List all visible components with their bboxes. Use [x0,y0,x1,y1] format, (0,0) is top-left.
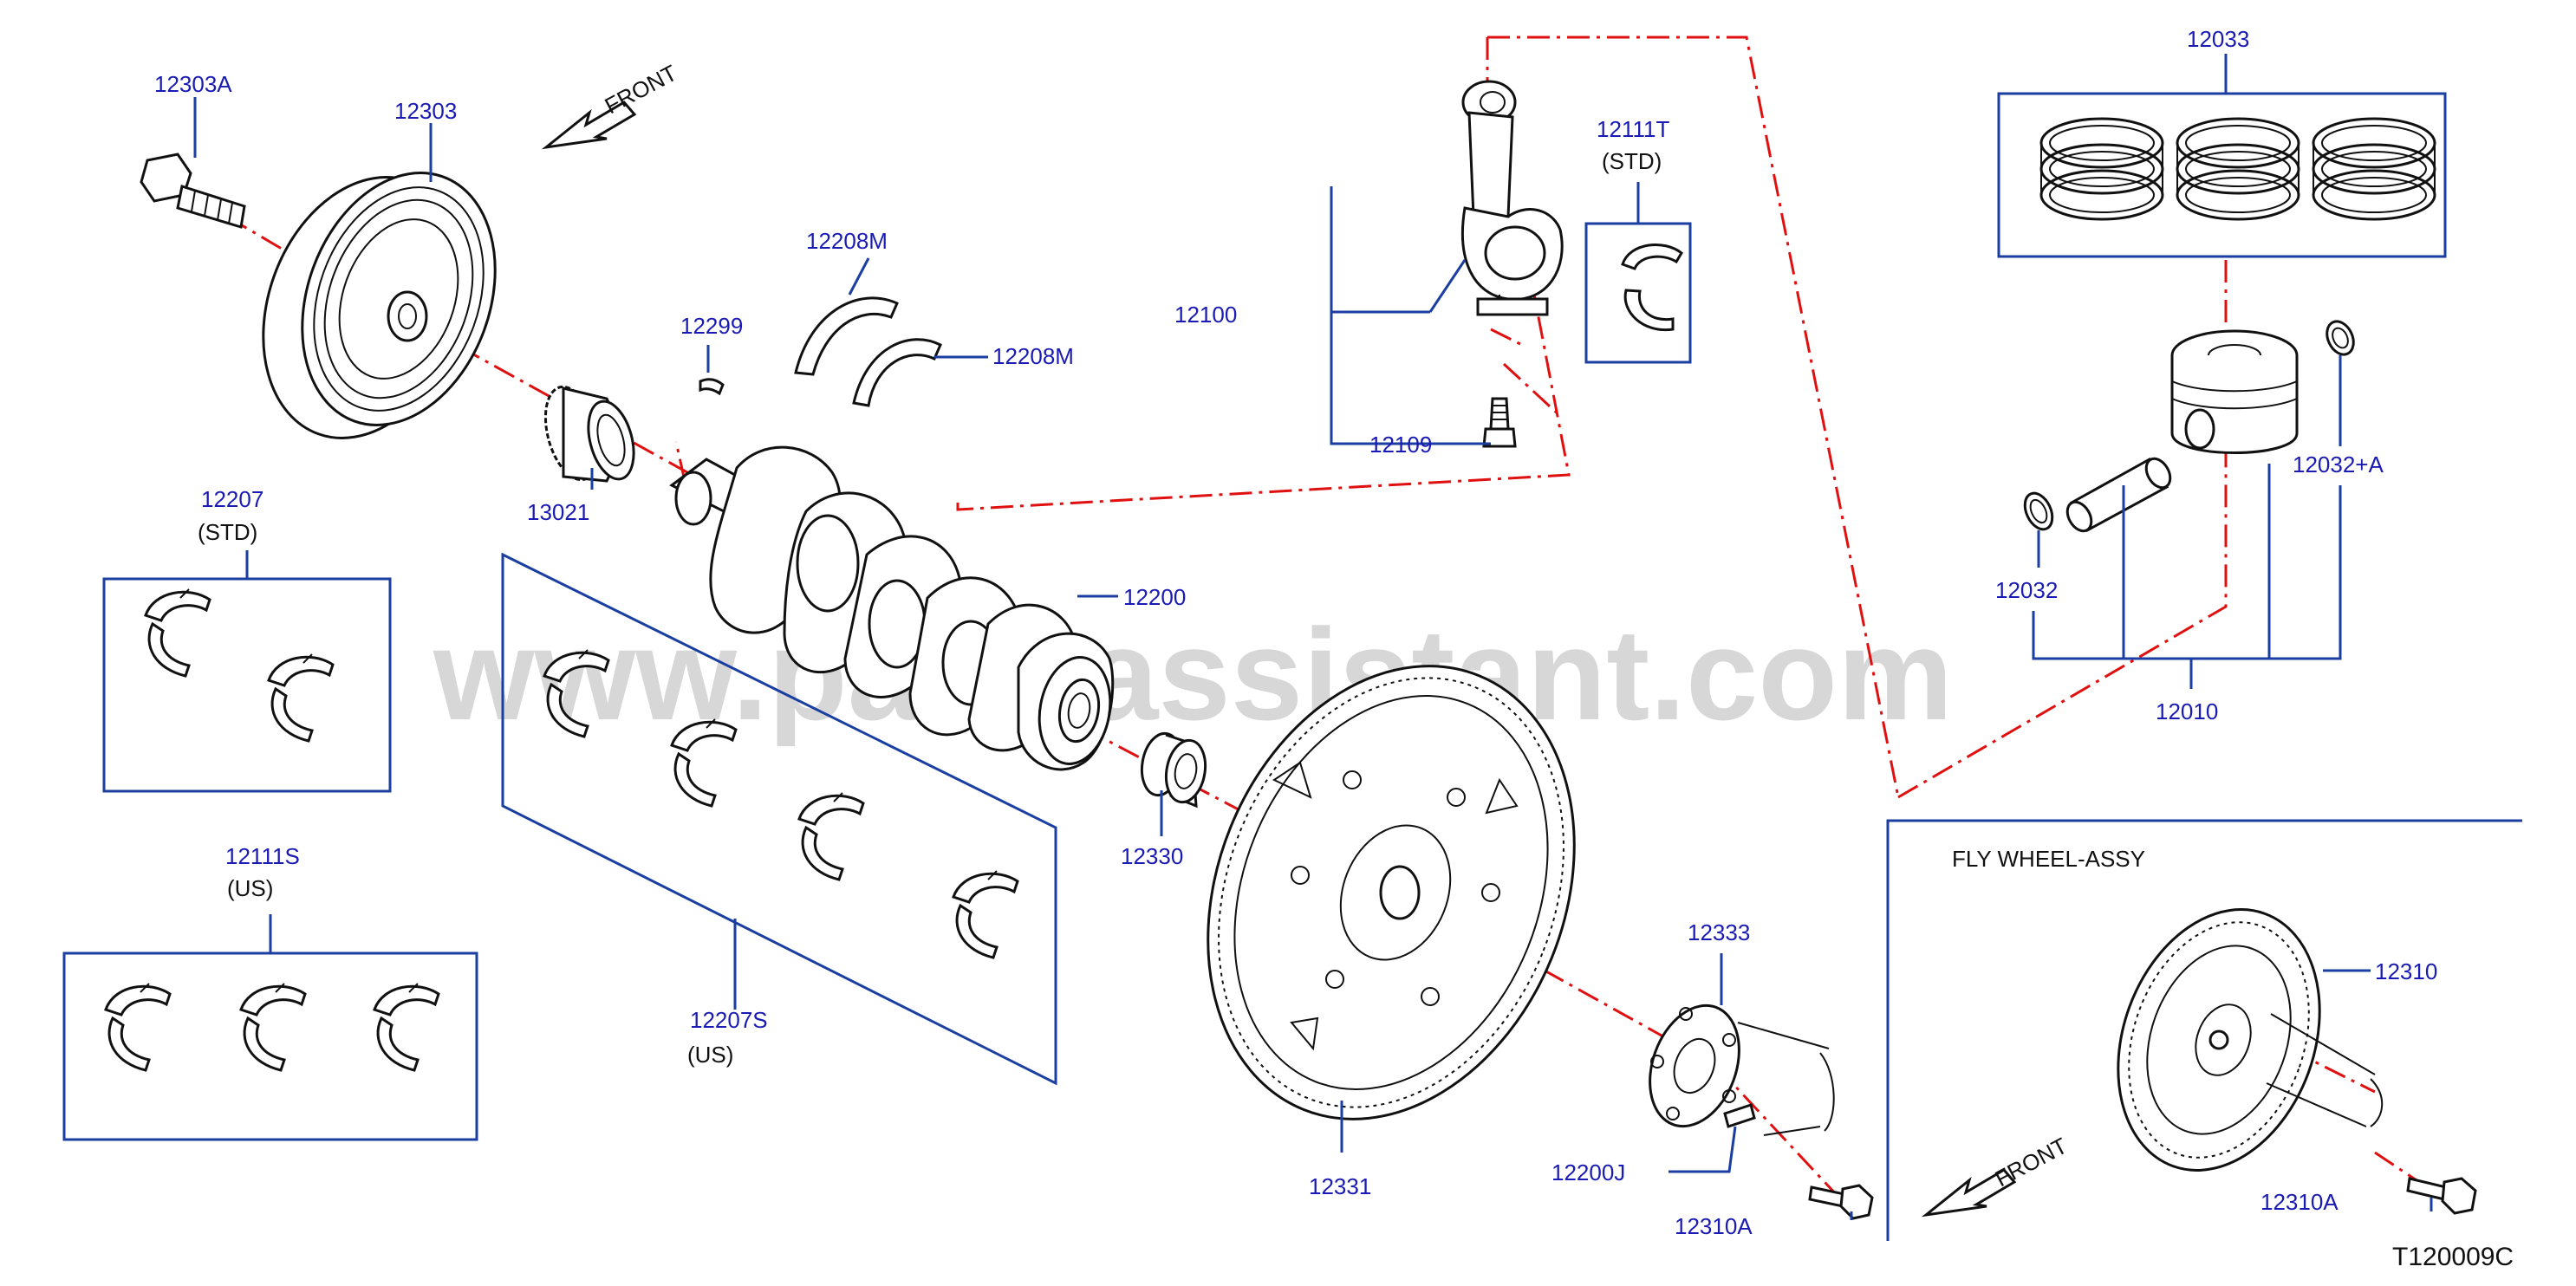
front-arrow-inset: FRONT [1921,1133,2072,1218]
crank-pulley-bolt-12303A[interactable] [140,153,246,229]
rod-bolt-12109[interactable] [1482,397,1517,448]
callout-12299[interactable]: 12299 [680,313,743,339]
front-arrow-main: FRONT [541,60,681,150]
inset-title: FLY WHEEL-ASSY [1952,846,2145,872]
callout-12111T-std: (STD) [1602,148,1662,174]
leader-lines [62,54,2447,1220]
callout-12100[interactable]: 12100 [1174,302,1237,328]
callout-12111T[interactable]: 12111T [1597,116,1669,142]
piston-12010[interactable] [2170,329,2299,454]
flywheel-12310[interactable] [2084,881,2384,1199]
front-label-inset: FRONT [1991,1133,2072,1192]
callout-labels: 12303A 12303 12208M 12208M 12299 13021 1… [154,26,2437,1239]
callout-12109[interactable]: 12109 [1369,432,1432,458]
callout-12111S[interactable]: 12111S [225,843,300,869]
callout-12303[interactable]: 12303 [394,98,457,124]
callout-12200J[interactable]: 12200J [1551,1159,1625,1185]
callout-12333[interactable]: 12333 [1688,919,1750,945]
callout-12207S[interactable]: 12207S [690,1007,768,1033]
callout-12207[interactable]: 12207 [201,486,263,512]
main-bearings-12207-std[interactable] [144,588,335,743]
callout-12200[interactable]: 12200 [1123,584,1186,610]
rod-bearing-12111T[interactable] [1621,243,1683,332]
diagram-code: T120009C [2392,1243,2514,1271]
callout-12310A-inset[interactable]: 12310A [2261,1189,2339,1215]
thrust-washers-12208M[interactable] [794,296,942,407]
callout-12207S-us: (US) [687,1042,733,1068]
connecting-rod-12100[interactable] [1460,80,1564,316]
snap-ring-12032[interactable] [2020,489,2058,534]
callout-12310A-main[interactable]: 12310A [1675,1213,1753,1239]
callout-12331[interactable]: 12331 [1309,1173,1371,1199]
piston-pin[interactable] [2063,454,2176,535]
callout-12032A[interactable]: 12032+A [2293,451,2384,477]
rod-bearings-12111S-us[interactable] [104,982,440,1072]
callout-12010[interactable]: 12010 [2156,698,2218,724]
woodruff-key-12299[interactable] [699,378,725,396]
callout-12208M-top[interactable]: 12208M [806,228,888,254]
dowel-pin-12200J[interactable] [1723,1103,1756,1128]
callout-12330[interactable]: 12330 [1121,843,1183,869]
adapter-plate-12333[interactable] [1634,993,1835,1139]
callout-12207-std: (STD) [198,519,257,545]
callout-12032[interactable]: 12032 [1995,577,2058,603]
flex-plate-12331[interactable] [1142,611,1639,1175]
crankshaft-12200[interactable] [669,445,1118,771]
piston-rings-12033[interactable] [2039,117,2436,221]
callout-12208M-side[interactable]: 12208M [992,343,1074,369]
crank-sprocket-13021[interactable] [537,381,641,486]
pilot-bushing-12330[interactable] [1137,731,1210,809]
flex-plate-bolt-12310A[interactable] [1808,1184,1874,1220]
front-label-main: FRONT [601,60,681,120]
watermark: www.partsassistant.com [433,601,1953,747]
callout-12033[interactable]: 12033 [2187,26,2249,52]
flywheel-bolt-12310A[interactable] [2406,1177,2477,1215]
crank-pulley-12303[interactable] [229,146,529,466]
callout-12310[interactable]: 12310 [2375,958,2437,984]
callout-12303A[interactable]: 12303A [154,71,232,97]
callout-13021[interactable]: 13021 [527,499,589,525]
inset-flywheel-assy: FLY WHEEL-ASSY [1886,819,2522,1241]
snap-ring-12032A[interactable] [2322,317,2358,359]
callout-12111S-us: (US) [227,875,273,901]
